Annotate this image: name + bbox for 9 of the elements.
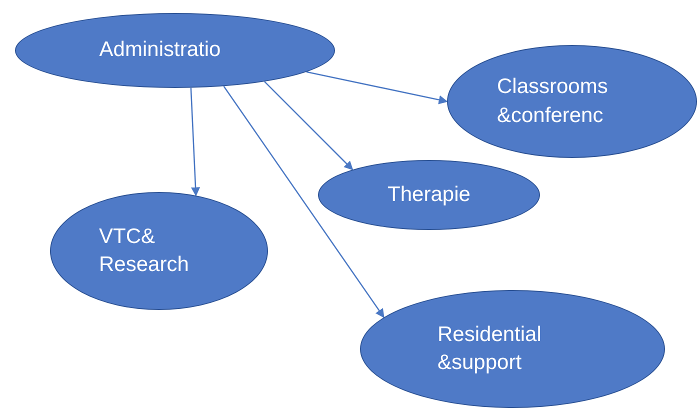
- node-label: Residential &support: [438, 322, 542, 376]
- arrow: [190, 88, 200, 196]
- arrow: [264, 81, 354, 170]
- node-label: Classrooms &conferenc: [497, 74, 609, 128]
- arrow: [306, 71, 448, 104]
- node-label: Administratio: [99, 37, 221, 64]
- node-label: Therapie: [388, 182, 470, 208]
- arrow: [223, 86, 384, 318]
- node-label: VTC& Research: [99, 224, 190, 278]
